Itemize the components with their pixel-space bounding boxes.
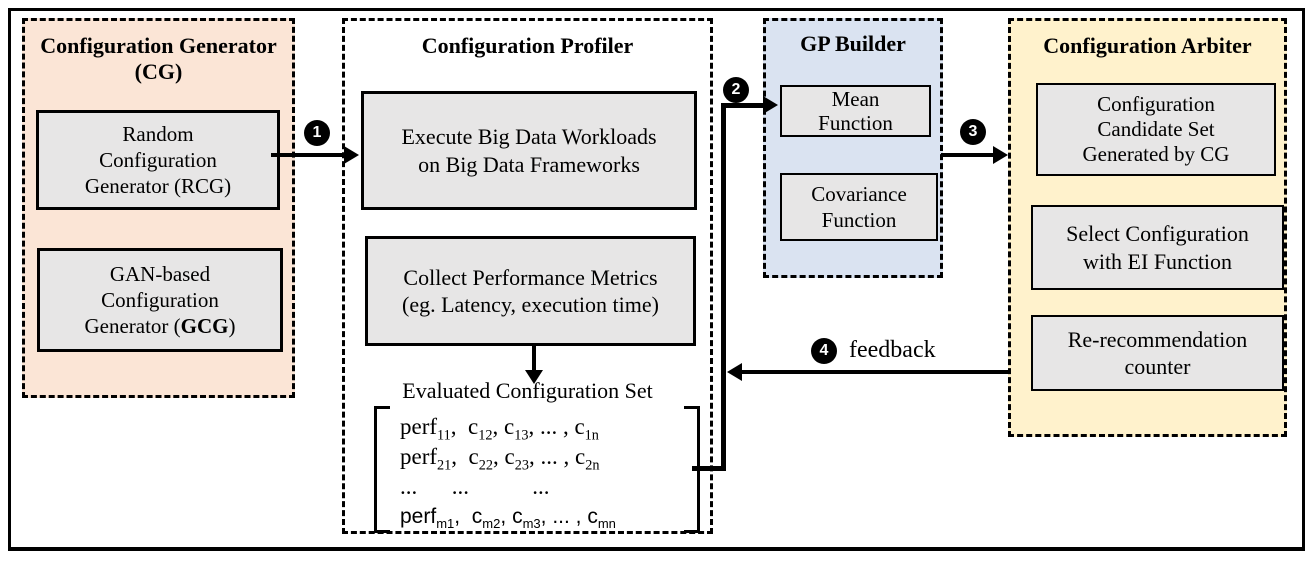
- step-3-marker: 3: [960, 119, 986, 145]
- profiler-panel: Configuration Profiler Execute Big Data …: [342, 18, 713, 534]
- covariance-function-box: Covariance Function: [780, 173, 938, 241]
- gcg-box-label: GAN-based Configuration Generator (GCG): [84, 261, 236, 339]
- execute-workloads-box: Execute Big Data Workloads on Big Data F…: [361, 91, 697, 210]
- collect-to-evaluated-arrow: [532, 346, 536, 372]
- feedback-arrow-line: [740, 370, 1008, 374]
- rcg-box: Random Configuration Generator (RCG): [36, 110, 280, 210]
- collect-metrics-box: Collect Performance Metrics (eg. Latency…: [365, 236, 696, 346]
- select-configuration-box: Select Configuration with EI Function: [1031, 205, 1284, 290]
- arrow-3-head: [993, 146, 1008, 164]
- step-1-marker: 1: [304, 120, 330, 146]
- arrow-1-head: [344, 146, 359, 164]
- matrix-left-bracket: [374, 406, 390, 533]
- feedback-label: feedback: [849, 337, 936, 363]
- arrow-3-line: [941, 153, 995, 157]
- arrow-2-bottom-segment: [692, 466, 726, 471]
- arrow-2-top-segment: [721, 103, 765, 108]
- gcg-box: GAN-based Configuration Generator (GCG): [37, 248, 283, 352]
- arrow-1-line: [271, 153, 346, 157]
- gp-builder-panel: GP Builder Mean Function Covariance Func…: [763, 18, 943, 278]
- recommendation-counter-box: Re-recommendation counter: [1031, 315, 1284, 391]
- profiler-panel-title: Configuration Profiler: [421, 33, 634, 58]
- arrow-2-vertical-segment: [721, 103, 726, 471]
- gp-builder-title: GP Builder: [800, 31, 906, 56]
- feedback-arrow-head: [727, 363, 742, 381]
- mean-function-box: Mean Function: [780, 85, 931, 137]
- step-4-marker: 4: [811, 338, 837, 364]
- candidate-set-box: Configuration Candidate Set Generated by…: [1036, 83, 1276, 176]
- cg-panel: Configuration Generator (CG) Random Conf…: [22, 18, 295, 398]
- arbiter-panel: Configuration Arbiter Configuration Cand…: [1008, 18, 1287, 437]
- arbiter-title: Configuration Arbiter: [1043, 33, 1252, 58]
- collect-to-evaluated-arrowhead: [525, 370, 543, 384]
- cg-panel-title: Configuration Generator (CG): [40, 33, 277, 84]
- evaluated-set-label: Evaluated Configuration Set: [402, 378, 653, 403]
- arrow-2-head: [763, 96, 778, 114]
- step-2-marker: 2: [723, 77, 749, 103]
